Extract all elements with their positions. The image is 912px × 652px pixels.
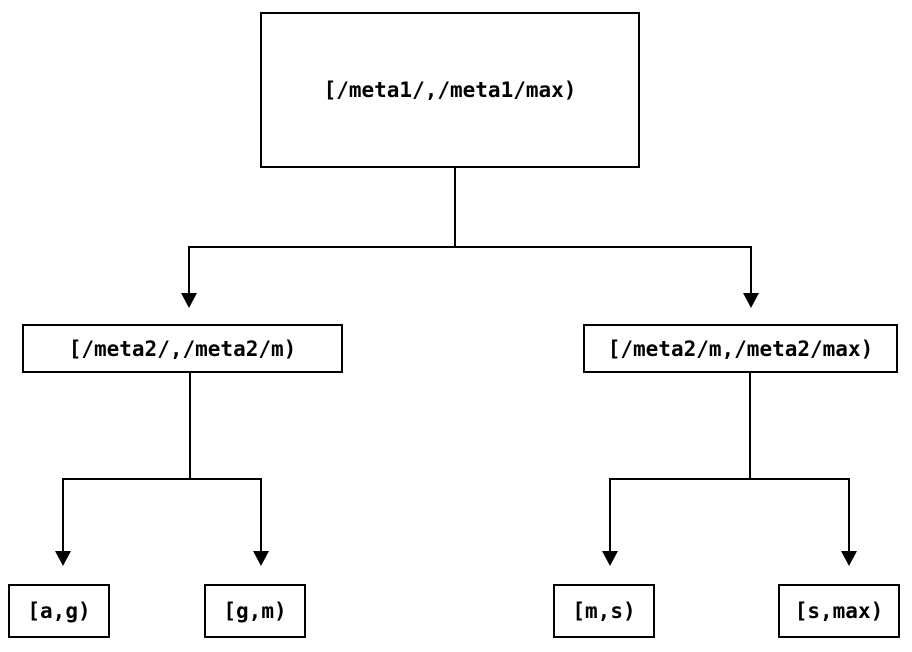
tree-node-mid-left: [/meta2/,/meta2/m) [22,324,343,373]
edge-mid-left-stem-line [189,373,191,480]
arrowhead-down-icon [743,293,759,308]
arrowhead-down-icon [181,293,197,308]
edge-mid-left-to-leaf-gm-line [260,480,262,552]
arrowhead-down-icon [55,551,71,566]
tree-node-leaf-smax-label: [s,max) [794,599,884,623]
tree-node-root-label: [/meta1/,/meta1/max) [323,78,577,102]
tree-node-root: [/meta1/,/meta1/max) [260,12,640,168]
tree-node-leaf-ag: [a,g) [8,584,110,638]
edge-root-crossbar-line [188,246,752,248]
edge-mid-left-crossbar-line [62,478,262,480]
edge-mid-right-to-leaf-smax-line [848,480,850,552]
edge-root-stem-line [454,168,456,248]
edge-mid-left-to-leaf-ag-line [62,480,64,552]
tree-node-mid-left-label: [/meta2/,/meta2/m) [68,336,297,361]
arrowhead-down-icon [253,551,269,566]
tree-node-leaf-ag-label: [a,g) [27,599,91,623]
tree-node-mid-right: [/meta2/m,/meta2/max) [583,324,898,373]
tree-node-leaf-gm-label: [g,m) [223,599,287,623]
edge-mid-right-to-leaf-ms-line [609,480,611,552]
tree-node-leaf-gm: [g,m) [204,584,306,638]
tree-node-leaf-smax: [s,max) [778,584,900,638]
arrowhead-down-icon [602,551,618,566]
tree-node-mid-right-label: [/meta2/m,/meta2/max) [607,336,874,361]
edge-root-to-mid-right-line [750,248,752,294]
arrowhead-down-icon [841,551,857,566]
edge-root-to-mid-left-line [188,248,190,294]
edge-mid-right-crossbar-line [609,478,850,480]
tree-node-leaf-ms-label: [m,s) [572,599,636,623]
edge-mid-right-stem-line [749,373,751,480]
tree-node-leaf-ms: [m,s) [553,584,655,638]
